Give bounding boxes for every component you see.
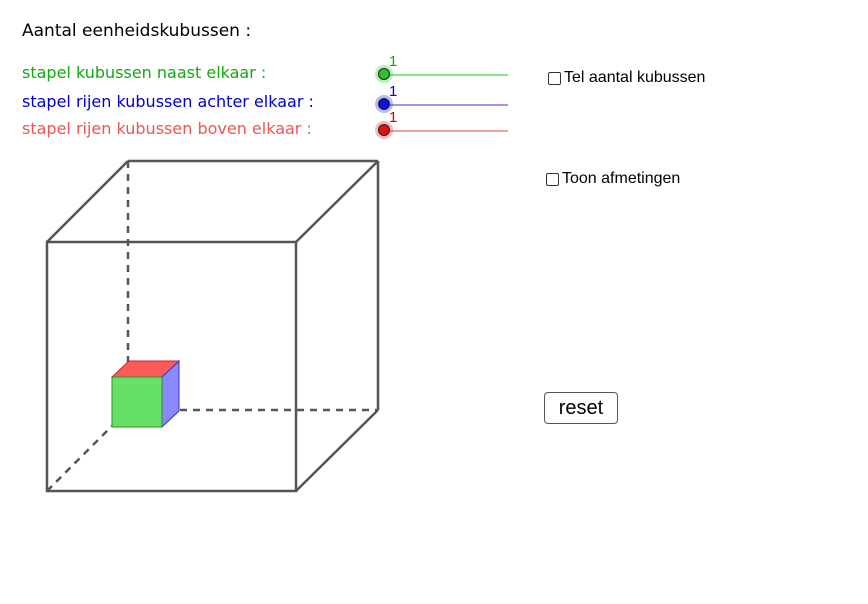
box-top-right-edge: [295, 160, 379, 243]
box-bottom-right-edge: [295, 409, 379, 492]
depth-slider-track[interactable]: [384, 104, 508, 106]
slider-label-width: stapel kubussen naast elkaar :: [22, 63, 267, 82]
width-slider-handle[interactable]: [378, 68, 390, 80]
depth-slider[interactable]: 1: [378, 83, 508, 115]
height-slider-handle[interactable]: [378, 124, 390, 136]
box-front-face: [45, 240, 298, 493]
width-slider-track[interactable]: [384, 74, 508, 76]
app-title: Aantal eenheidskubussen :: [22, 21, 252, 41]
show-dimensions-checkbox-box[interactable]: [546, 172, 559, 186]
box-top-left-edge: [46, 160, 129, 243]
show-dimensions-label: Toon afmetingen: [562, 170, 681, 187]
width-slider[interactable]: 1: [378, 53, 508, 85]
count-cubes-checkbox-box[interactable]: [548, 71, 561, 85]
count-cubes-label: Tel aantal kubussen: [564, 69, 706, 86]
slider-label-height: stapel rijen kubussen boven elkaar :: [22, 119, 312, 138]
depth-slider-value: 1: [389, 83, 398, 100]
unit-cube-front-face: [111, 376, 163, 428]
depth-slider-handle[interactable]: [378, 98, 390, 110]
width-slider-value: 1: [389, 53, 398, 70]
reset-button[interactable]: reset: [544, 392, 618, 424]
count-cubes-checkbox[interactable]: Tel aantal kubussen: [548, 69, 705, 87]
unit-cube: [110, 359, 181, 429]
height-slider[interactable]: 1: [378, 109, 508, 141]
show-dimensions-checkbox[interactable]: Toon afmetingen: [546, 170, 680, 188]
height-slider-track[interactable]: [384, 130, 508, 132]
slider-label-depth: stapel rijen kubussen achter elkaar :: [22, 92, 314, 111]
height-slider-value: 1: [389, 109, 398, 126]
